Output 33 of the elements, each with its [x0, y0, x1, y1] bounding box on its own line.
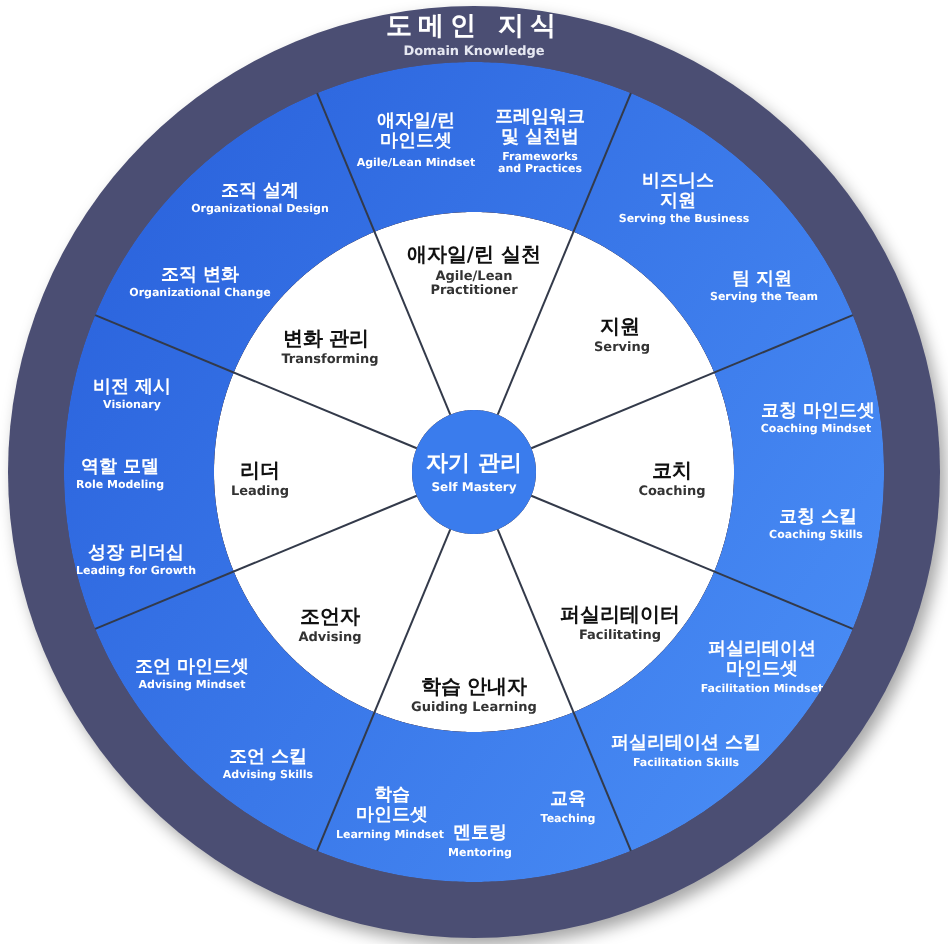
segment-title: 애자일/린 마인드셋: [374, 114, 458, 154]
segment-title: 조언자: [300, 607, 360, 629]
outer-ring-band: [8, 6, 940, 938]
segment-title: 조직 설계: [220, 184, 300, 203]
segment-title: 코치: [652, 461, 692, 483]
segment-title: 애자일/린 실천: [406, 245, 542, 267]
segment-title: 코칭 스킬: [778, 510, 858, 529]
segment-title: 학습 안내자: [420, 677, 528, 699]
segment-title: 조언 스킬: [228, 750, 308, 769]
outer-segment: [714, 314, 884, 630]
segment-title: 역할 모델: [80, 460, 160, 479]
segment-title: 교육: [550, 792, 586, 812]
segment-title: 비즈니스 지원: [640, 174, 716, 213]
segment-title: 프레임워크 및 실천법: [493, 110, 587, 150]
segment-title: 리더: [240, 461, 280, 483]
segment-title: 성장 리더십: [87, 546, 185, 565]
segment-title: 팀 지원: [731, 272, 793, 291]
segment-title: 자기 관리: [426, 451, 522, 477]
segment-title: 도메인 지식: [386, 13, 562, 43]
segment-title: 코칭 마인드셋: [760, 404, 876, 423]
segment-title: 지원: [600, 317, 640, 339]
inner-segment: [214, 372, 418, 572]
segment-title: 비전 제시: [92, 380, 172, 399]
segment-title: 변화 관리: [282, 329, 370, 351]
segment-title: 퍼실리테이터: [560, 605, 680, 627]
segment-title: 조직 변화: [160, 268, 240, 287]
segment-title: 조언 마인드셋: [134, 660, 250, 679]
outer-segment: [64, 314, 234, 630]
segment-title: 멘토링: [453, 826, 507, 846]
segment-title: 학습 마인드셋: [354, 788, 430, 828]
inner-segment: [530, 372, 734, 572]
segment-title: 퍼실리테이션 마인드셋: [706, 642, 818, 682]
segment-title: 퍼실리테이션 스킬: [610, 736, 762, 756]
